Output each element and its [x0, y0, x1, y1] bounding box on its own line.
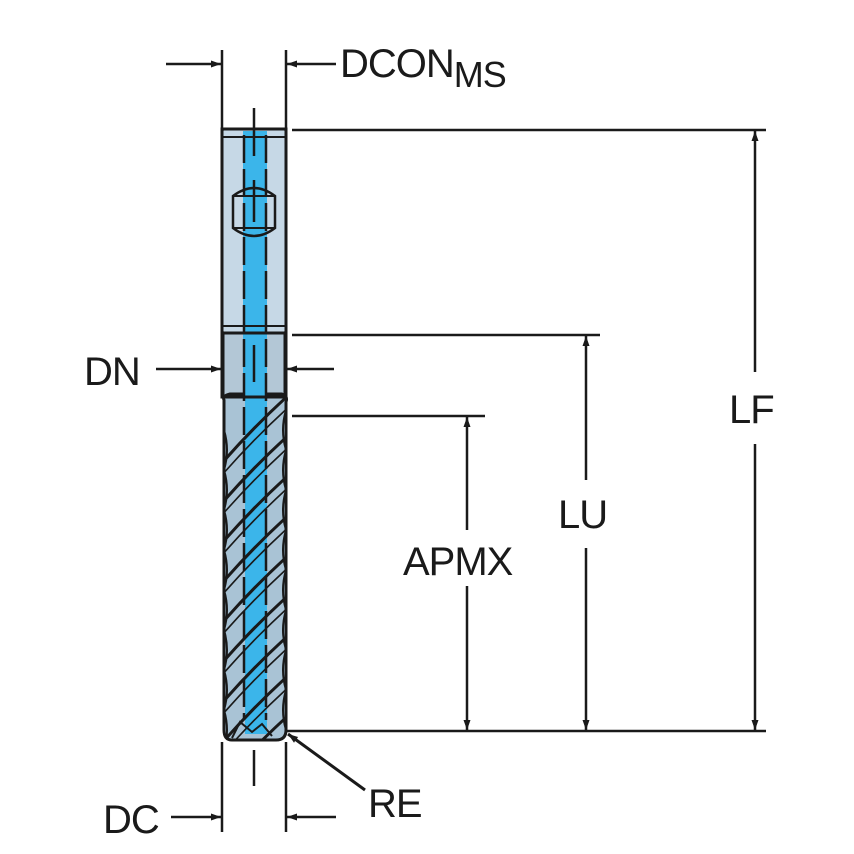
- label-dc: DC: [103, 798, 160, 842]
- label-dcon-main: DCON: [340, 42, 455, 86]
- label-re: RE: [368, 782, 423, 826]
- dimension-dcon-ms: [166, 50, 336, 129]
- label-dcon-ms: DCONMS: [340, 42, 507, 95]
- label-apmx: APMX: [403, 540, 513, 584]
- label-dcon-sub: MS: [453, 54, 507, 95]
- coolant-channel: [220, 108, 288, 786]
- dimension-re: [287, 732, 366, 792]
- tool-flutes: [222, 392, 288, 742]
- label-lu: LU: [558, 493, 608, 537]
- label-dn: DN: [84, 350, 141, 394]
- dimension-dc: [171, 742, 336, 832]
- clamping-flat: [231, 186, 277, 238]
- extension-lines: [286, 128, 766, 733]
- label-lf: LF: [729, 388, 775, 432]
